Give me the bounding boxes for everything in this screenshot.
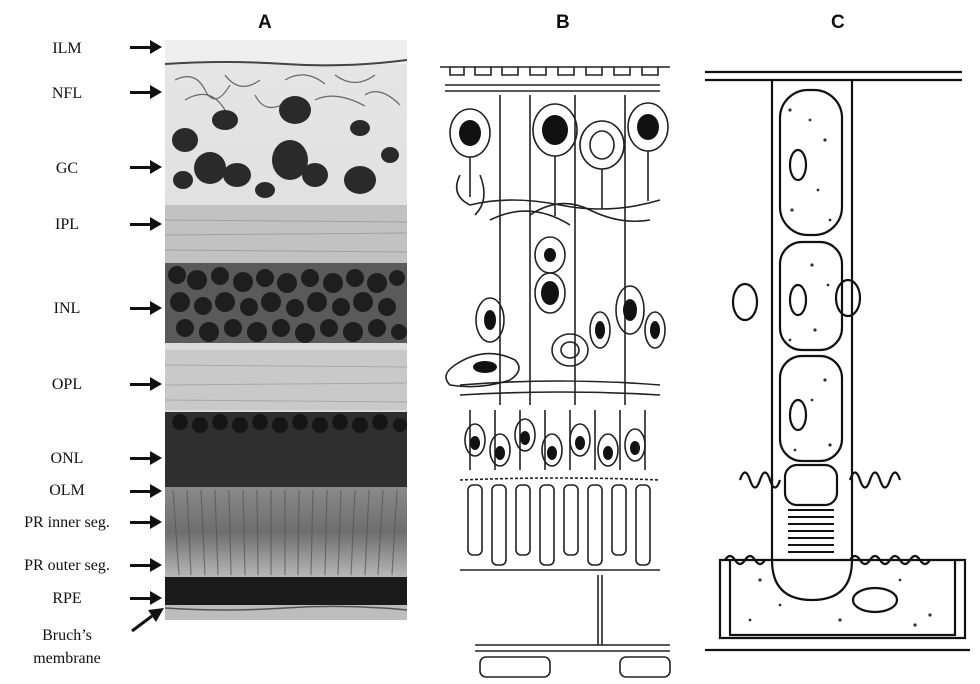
retina-micrograph <box>165 40 407 620</box>
layer-label-olm: OLM <box>6 482 128 500</box>
schematic-nuclei <box>459 114 660 460</box>
panel-label-a: A <box>258 12 272 34</box>
layer-label-ipl: IPL <box>6 216 128 234</box>
layer-label-pr-outer-seg: PR outer seg. <box>6 557 128 575</box>
layer-label-opl: OPL <box>6 376 128 394</box>
panel-label-b: B <box>556 12 570 34</box>
layer-label-nfl: NFL <box>6 85 128 103</box>
layer-label-ilm: ILM <box>6 40 128 58</box>
muller-cell-schematic <box>700 60 975 660</box>
layer-label-bruch-line2: membrane <box>6 650 128 668</box>
retina-cell-schematic <box>430 55 685 680</box>
arrow-bruchs-membrane <box>128 605 168 635</box>
layer-label-bruch-line1: Bruch’s <box>6 627 128 645</box>
inl-nuclei <box>168 266 407 343</box>
layer-label-onl: ONL <box>6 450 128 468</box>
layer-label-inl: INL <box>6 300 128 318</box>
layer-label-pr-inner-seg: PR inner seg. <box>6 514 128 532</box>
layer-label-rpe: RPE <box>6 590 128 608</box>
panel-label-c: C <box>831 12 845 34</box>
layer-label-gc: GC <box>6 160 128 178</box>
